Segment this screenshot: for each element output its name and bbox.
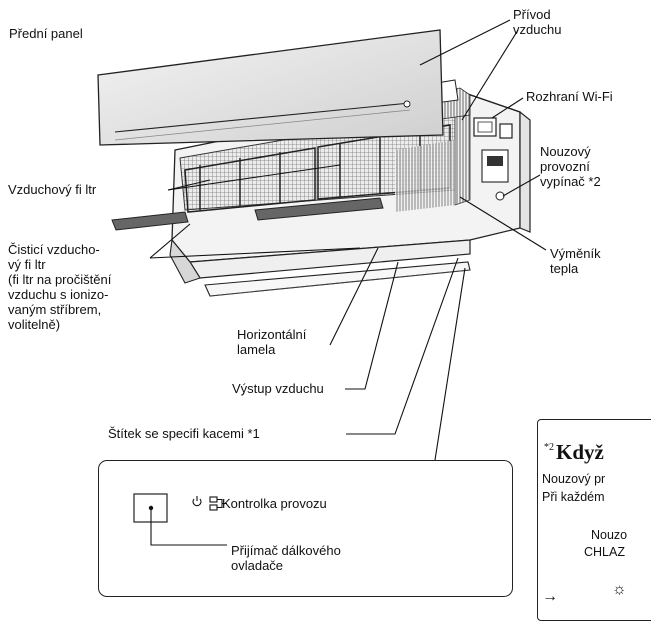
label-horizontal-louver: Horizontální lamela bbox=[237, 327, 307, 357]
label-operation-indicator: Kontrolka provozu bbox=[222, 496, 327, 511]
power-icon bbox=[192, 496, 202, 507]
label-front-panel: Přední panel bbox=[9, 26, 83, 41]
label-air-filter: Vzduchový fi ltr bbox=[8, 182, 97, 197]
label-cleaning-filter: Čisticí vzducho- vý fi ltr (fi ltr na pr… bbox=[8, 242, 112, 332]
label-wifi-interface: Rozhraní Wi-Fi bbox=[526, 89, 613, 104]
heat-exchanger bbox=[454, 105, 471, 206]
note-title-footnote: *2 bbox=[544, 442, 554, 453]
label-air-outlet: Výstup vzduchu bbox=[232, 381, 324, 396]
indicator-detail-drawing bbox=[133, 493, 227, 546]
note-line-3: Nouzo bbox=[591, 528, 628, 542]
cleaning-air-filter bbox=[111, 197, 384, 231]
indicator-detail-box: Kontrolka provozu Přijímač dálkového ovl… bbox=[98, 460, 513, 597]
label-heat-exchanger: Výměník tepla bbox=[550, 246, 601, 276]
sun-icon: ☼ bbox=[612, 581, 627, 598]
leader-lines bbox=[149, 19, 547, 461]
label-spec-plate: Štítek se specifi kacemi *1 bbox=[108, 426, 260, 441]
note-title: *2Když bbox=[544, 440, 604, 465]
note-line-1: Nouzový pr bbox=[542, 472, 606, 486]
note-title-text: Když bbox=[556, 440, 604, 464]
emergency-note-box: *2Když Nouzový pr Při každém Nouzo CHLAZ… bbox=[537, 419, 651, 621]
front-panel bbox=[97, 29, 444, 146]
arrow-icon: → bbox=[542, 588, 558, 605]
air-conditioner-diagram bbox=[97, 19, 547, 461]
indicator-lamp-icon bbox=[209, 496, 227, 511]
note-line-2: Při každém bbox=[542, 490, 605, 504]
label-air-inlet: Přívod vzduchu bbox=[513, 7, 562, 37]
label-emergency-switch: Nouzový provozní vypínač *2 bbox=[540, 144, 601, 189]
label-remote-receiver: Přijímač dálkového ovladače bbox=[231, 543, 341, 573]
wifi-module bbox=[473, 117, 513, 139]
note-line-4: CHLAZ bbox=[584, 545, 625, 559]
